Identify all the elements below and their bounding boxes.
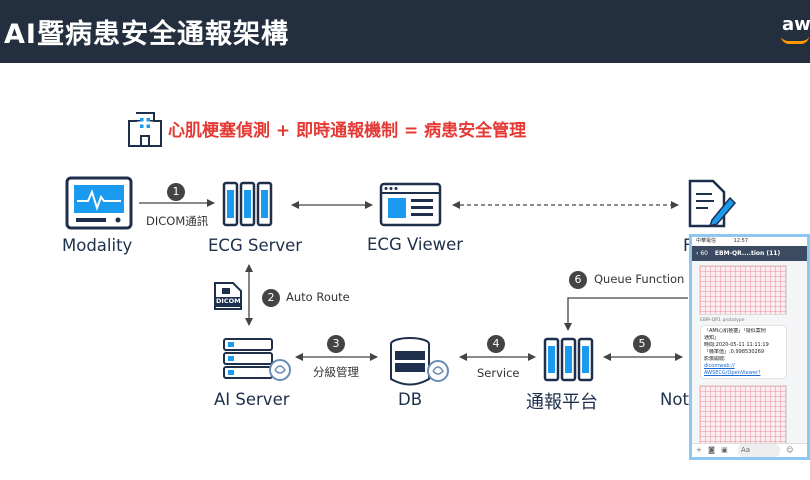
message-link[interactable]: AWSECG/OpenViewer? — [704, 370, 761, 376]
image-icon[interactable]: ▣ — [721, 446, 728, 454]
report-document-icon — [688, 179, 737, 228]
step-3-marker: 3 — [327, 335, 345, 353]
modality-label: Modality — [62, 236, 133, 255]
message-link[interactable]: dicomweb:// — [704, 363, 735, 369]
connectors — [139, 199, 688, 361]
emoji-icon[interactable]: ☺ — [786, 446, 794, 454]
platform-icon — [543, 337, 594, 382]
ecg-viewer-icon — [379, 182, 442, 227]
chat-input[interactable]: Aa — [738, 444, 780, 457]
dicom-file-label: DICOM — [216, 297, 241, 305]
dicom-file-icon — [214, 282, 242, 310]
message-line: 「AMI心肌梗塞」「疑似案例 — [704, 328, 766, 334]
notification-label: Not — [660, 390, 689, 409]
step-1-label: DICOM通訊 — [146, 214, 209, 228]
ai-server-label: AI Server — [214, 390, 290, 409]
page-title: AI暨病患安全通報架構 — [4, 19, 289, 50]
step-6-label: Queue Function — [594, 272, 685, 286]
message-line: 時間:2020-05-11 11:11:19 — [704, 342, 769, 348]
step-2-label: Auto Route — [286, 290, 350, 304]
db-label: DB — [398, 390, 423, 409]
message-sender: EBM-QR1 prototype — [700, 318, 745, 323]
title-bar: AI暨病患安全通報架構 aws — [0, 0, 810, 63]
step-6-marker: 6 — [569, 271, 587, 289]
ecg-server-icon — [222, 181, 273, 227]
step-2-marker: 2 — [262, 289, 280, 307]
carrier-text: 中華電信 — [696, 238, 717, 244]
chat-title: EBM-QR....tion (11) — [714, 250, 781, 257]
message-line: 「機率值」:0.998530269 — [704, 349, 765, 355]
camera-icon[interactable]: ◙ — [708, 446, 715, 454]
back-icon[interactable]: ‹ — [696, 250, 699, 257]
plus-icon[interactable]: + — [696, 446, 702, 454]
chat-header: ‹ 60 EBM-QR....tion (11) — [692, 246, 807, 261]
message-bubble: 「AMI心肌梗塞」「疑似案例 通知」 時間:2020-05-11 11:11:1… — [700, 325, 787, 379]
step-4-label: Service — [477, 366, 520, 380]
db-icon — [390, 337, 449, 386]
step-3-label: 分級管理 — [313, 365, 359, 379]
ecg-viewer-label: ECG Viewer — [367, 235, 464, 254]
phone-status-bar: 中華電信 12:57 — [692, 237, 807, 246]
phone-notification-screenshot: 中華電信 12:57 ‹ 60 EBM-QR....tion (11) EBM-… — [689, 234, 810, 460]
aws-logo: aws — [782, 14, 810, 35]
modality-icon — [65, 176, 133, 230]
step-5-marker: 5 — [633, 335, 651, 353]
hospital-icon — [128, 112, 162, 147]
back-count: 60 — [700, 250, 708, 257]
ecg-image-bottom — [699, 385, 787, 445]
message-line: 通知」 — [704, 335, 720, 341]
status-time: 12:57 — [733, 238, 749, 244]
ecg-server-label: ECG Server — [208, 236, 303, 255]
headline: 心肌梗塞偵測 + 即時通報機制 = 病患安全管理 — [168, 121, 527, 141]
report-label: F — [683, 236, 693, 255]
step-4-marker: 4 — [487, 335, 505, 353]
step-1-marker: 1 — [167, 183, 185, 201]
chat-input-bar: + ◙ ▣ Aa ☺ — [692, 443, 807, 457]
ai-server-icon — [223, 338, 291, 381]
platform-label: 通報平台 — [526, 392, 598, 413]
aws-smile-icon — [781, 36, 809, 44]
ecg-image-top — [699, 265, 787, 315]
message-line: 影像開啟: — [704, 356, 726, 362]
